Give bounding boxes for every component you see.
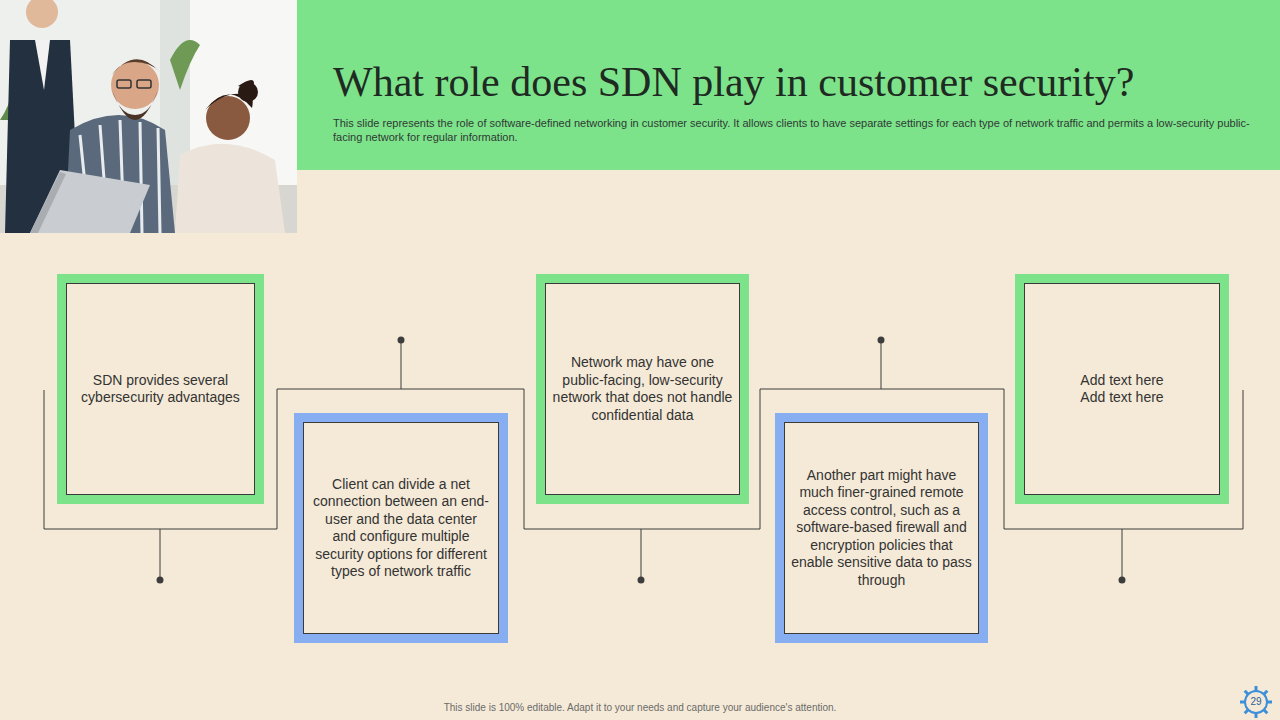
text-stack: Another part might have much finer-grain…: [791, 467, 973, 590]
green-step-box: Add text here Add text here: [1015, 274, 1229, 504]
text-stack: SDN provides several cybersecurity advan…: [71, 372, 251, 407]
inner-outline: SDN provides several cybersecurity advan…: [66, 283, 255, 495]
text-stack: Add text here Add text here: [1067, 372, 1177, 407]
box-text: SDN provides several cybersecurity advan…: [71, 372, 251, 407]
inner-outline: Add text here Add text here: [1024, 283, 1220, 495]
box-text: Add text here Add text here: [1067, 372, 1177, 407]
office-photo: [0, 0, 297, 233]
box-text: Network may have one public-facing, low-…: [553, 354, 733, 424]
text-stack: Client can divide a net connection betwe…: [313, 476, 489, 581]
green-step-box: SDN provides several cybersecurity advan…: [57, 274, 264, 504]
green-step-box: Network may have one public-facing, low-…: [536, 274, 749, 504]
inner-outline: Client can divide a net connection betwe…: [303, 422, 499, 634]
slide-title: What role does SDN play in customer secu…: [333, 58, 1134, 106]
inner-outline: Network may have one public-facing, low-…: [545, 283, 740, 495]
inner-outline: Another part might have much finer-grain…: [784, 422, 979, 634]
blue-step-box: Another part might have much finer-grain…: [775, 413, 988, 643]
text-stack: Network may have one public-facing, low-…: [553, 354, 733, 424]
box-text: Another part might have much finer-grain…: [791, 467, 973, 590]
blue-step-box: Client can divide a net connection betwe…: [294, 413, 508, 643]
slide-subtitle: This slide represents the role of softwa…: [333, 116, 1258, 144]
box-text: Client can divide a net connection betwe…: [313, 476, 489, 581]
footer-note: This slide is 100% editable. Adapt it to…: [240, 702, 1040, 713]
page-number: 29: [1242, 695, 1270, 709]
